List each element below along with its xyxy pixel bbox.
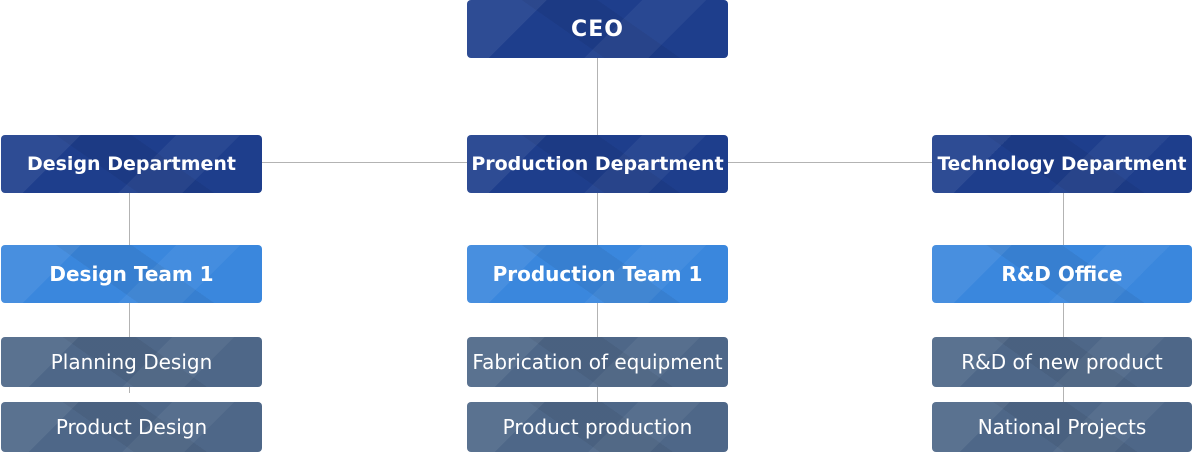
- node-national-projects-label: National Projects: [977, 415, 1147, 439]
- node-planning-design-label: Planning Design: [50, 350, 213, 374]
- node-fabrication-of-equipment: Fabrication of equipment: [467, 337, 728, 387]
- node-rd-of-new-product: R&D of new product: [932, 337, 1192, 387]
- node-product-design: Product Design: [1, 402, 262, 452]
- node-rd-office: R&D Office: [932, 245, 1192, 303]
- node-ceo: CEO: [467, 0, 728, 58]
- node-technology-department-label: Technology Department: [937, 153, 1187, 175]
- node-technology-department: Technology Department: [932, 135, 1192, 193]
- node-national-projects: National Projects: [932, 402, 1192, 452]
- node-design-department: Design Department: [1, 135, 262, 193]
- node-planning-design: Planning Design: [1, 337, 262, 387]
- node-production-team-1: Production Team 1: [467, 245, 728, 303]
- node-design-team-1-label: Design Team 1: [49, 262, 214, 286]
- node-product-design-label: Product Design: [55, 415, 208, 439]
- node-rd-of-new-product-label: R&D of new product: [961, 350, 1163, 374]
- node-ceo-label: CEO: [571, 16, 624, 42]
- node-production-team-1-label: Production Team 1: [492, 262, 703, 286]
- node-design-team-1: Design Team 1: [1, 245, 262, 303]
- node-rd-office-label: R&D Office: [1001, 262, 1123, 286]
- connector-ceo-to-production: [597, 58, 598, 136]
- node-fabrication-of-equipment-label: Fabrication of equipment: [472, 350, 723, 374]
- node-production-department-label: Production Department: [471, 153, 724, 175]
- node-product-production: Product production: [467, 402, 728, 452]
- node-product-production-label: Product production: [502, 415, 693, 439]
- node-production-department: Production Department: [467, 135, 728, 193]
- node-design-department-label: Design Department: [26, 153, 237, 175]
